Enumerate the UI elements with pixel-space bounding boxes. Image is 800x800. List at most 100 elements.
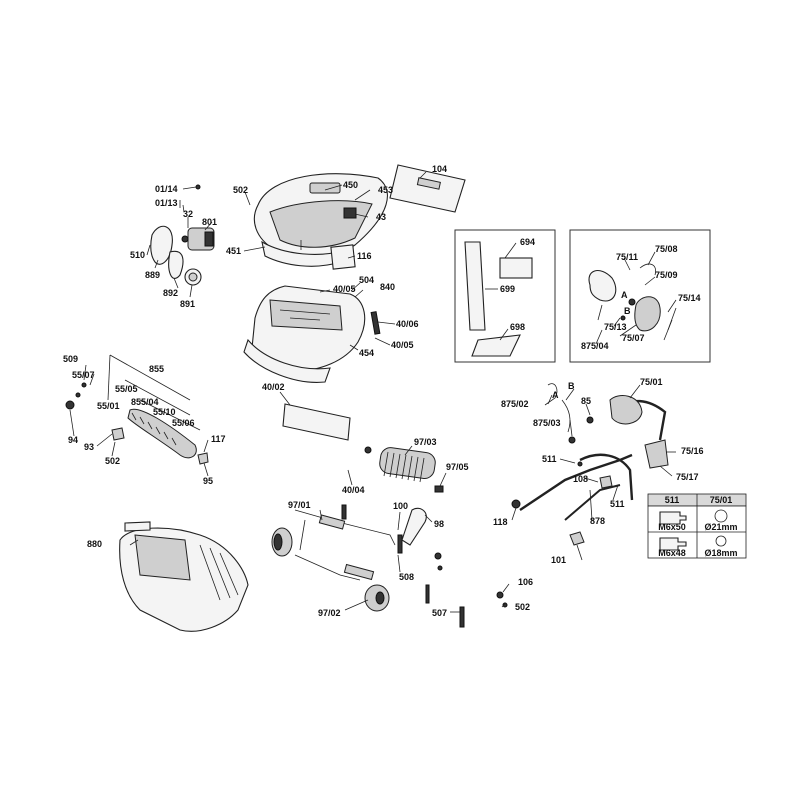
label-40-05-top: 40/05 (333, 284, 356, 294)
table-head-511: 511 (665, 495, 680, 505)
label-32: 32 (183, 209, 193, 219)
label-108: 108 (573, 474, 588, 484)
pulley-891-part (184, 268, 202, 286)
table-row1-col1: M6x50 (658, 522, 686, 532)
plate-4002-part (282, 403, 351, 441)
label-97-01: 97/01 (288, 500, 311, 510)
label-104: 104 (432, 164, 447, 174)
label-A-handle: A (552, 390, 559, 400)
label-855: 855 (149, 364, 164, 374)
label-694: 694 (520, 237, 535, 247)
label-01-13: 01/13 (155, 198, 178, 208)
table-head-7501: 75/01 (710, 495, 733, 505)
roller-9703-part (364, 446, 444, 493)
label-93: 93 (84, 442, 94, 452)
label-504: 504 (359, 275, 374, 285)
label-117: 117 (211, 434, 226, 444)
label-75-17: 75/17 (676, 472, 699, 482)
table-row2-col1: M6x48 (658, 548, 686, 558)
label-97-05: 97/05 (446, 462, 469, 472)
filter-116-part (330, 244, 356, 270)
label-75-01: 75/01 (640, 377, 663, 387)
label-55-07: 55/07 (72, 370, 95, 380)
manual-box (454, 229, 556, 363)
wheel-9702-part (364, 584, 390, 612)
label-451: 451 (226, 246, 241, 256)
label-511-upper: 511 (542, 454, 557, 464)
label-509: 509 (63, 354, 78, 364)
motor-unit-part (179, 184, 215, 251)
label-75-16: 75/16 (681, 446, 704, 456)
label-118: 118 (493, 517, 508, 527)
label-510: 510 (130, 250, 145, 260)
label-75-13: 75/13 (604, 322, 627, 332)
tine-shaft-855-part (65, 354, 209, 465)
label-01-14: 01/14 (155, 184, 178, 194)
label-698: 698 (510, 322, 525, 332)
label-75-08: 75/08 (655, 244, 678, 254)
label-B-box: B (624, 306, 631, 316)
wheel-left-part (271, 527, 293, 557)
label-94: 94 (68, 435, 78, 445)
label-40-04: 40/04 (342, 485, 365, 495)
label-A-box: A (621, 290, 628, 300)
label-892: 892 (163, 288, 178, 298)
label-840: 840 (380, 282, 395, 292)
label-508: 508 (399, 572, 414, 582)
label-40-02: 40/02 (262, 382, 285, 392)
belt-cover-889-part (150, 225, 173, 265)
motor-cover-part (253, 173, 388, 267)
screw-size-table: 511 75/01 M6x50 Ø21mm M6x48 Ø18mm (647, 493, 747, 559)
label-75-14: 75/14 (678, 293, 701, 303)
label-55-10: 55/10 (153, 407, 176, 417)
label-75-07: 75/07 (622, 333, 645, 343)
label-511-lower: 511 (610, 499, 625, 509)
part-labels: 104 450 453 43 502 451 01/14 01/13 32 80… (63, 164, 704, 618)
label-75-11: 75/11 (616, 252, 638, 262)
label-875-03: 875/03 (533, 418, 561, 428)
label-95: 95 (203, 476, 213, 486)
label-699: 699 (500, 284, 515, 294)
label-97-03: 97/03 (414, 437, 437, 447)
label-B-handle: B (568, 381, 575, 391)
label-878: 878 (590, 516, 605, 526)
label-880: 880 (87, 539, 102, 549)
label-98: 98 (434, 519, 444, 529)
label-502-top: 502 (233, 185, 248, 195)
label-875-04: 875/04 (581, 341, 609, 351)
label-454: 454 (359, 348, 374, 358)
label-453: 453 (378, 185, 393, 195)
housing-deck-part (243, 285, 381, 383)
screws-508-part (425, 552, 465, 628)
label-507: 507 (432, 608, 447, 618)
label-40-05-bottom: 40/05 (391, 340, 414, 350)
label-450: 450 (343, 180, 358, 190)
plate-104-part (389, 164, 466, 213)
label-43: 43 (376, 212, 386, 222)
label-116: 116 (357, 251, 372, 261)
label-855-04: 855/04 (131, 397, 159, 407)
label-106: 106 (518, 577, 533, 587)
label-101: 101 (551, 555, 566, 565)
label-55-05: 55/05 (115, 384, 138, 394)
label-75-09: 75/09 (655, 270, 678, 280)
label-40-06: 40/06 (396, 319, 419, 329)
label-55-01: 55/01 (97, 401, 120, 411)
label-97-02: 97/02 (318, 608, 341, 618)
label-55-06: 55/06 (172, 418, 195, 428)
label-100: 100 (393, 501, 408, 511)
label-889: 889 (145, 270, 160, 280)
label-85: 85 (581, 396, 591, 406)
axle-frame-part (294, 504, 427, 581)
switch-box (569, 229, 711, 363)
table-row1-col2: Ø21mm (704, 522, 737, 532)
label-502-bottom: 502 (515, 602, 530, 612)
label-502-left: 502 (105, 456, 120, 466)
handle-part (496, 383, 669, 608)
label-891: 891 (180, 299, 195, 309)
grass-box-880-part (119, 521, 249, 632)
table-row2-col2: Ø18mm (704, 548, 737, 558)
leader-lines (69, 171, 677, 613)
belt-892-part (168, 250, 184, 279)
